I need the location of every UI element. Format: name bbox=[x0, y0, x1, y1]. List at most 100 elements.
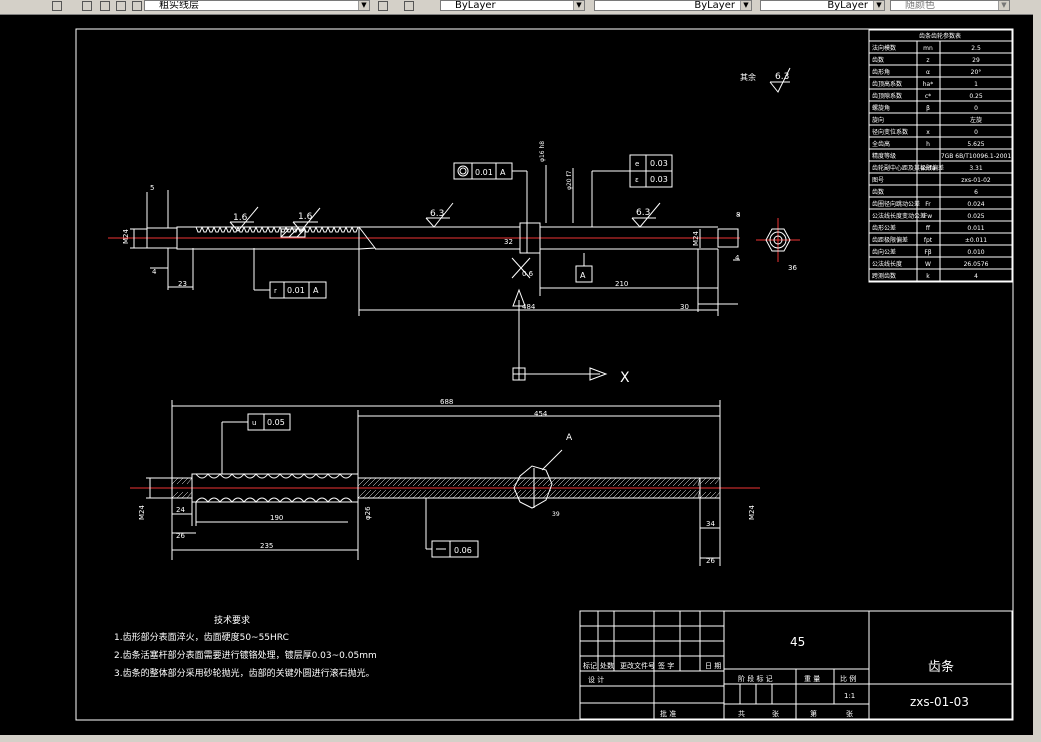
gear-row-name: 公法线长度 bbox=[872, 260, 902, 268]
rack-tooth bbox=[321, 226, 329, 233]
layer-color-icon[interactable] bbox=[132, 1, 142, 11]
tb-weight-label: 重 量 bbox=[804, 675, 820, 683]
chevron-down-icon[interactable]: ▼ bbox=[740, 1, 751, 10]
hatch-line bbox=[452, 489, 462, 499]
hatch-line bbox=[592, 477, 602, 487]
hatch-line bbox=[714, 491, 721, 499]
hatch-line bbox=[607, 489, 617, 499]
gear-row-val: 左旋 bbox=[970, 116, 982, 124]
hatch-line bbox=[682, 477, 692, 487]
dim-688: 688 bbox=[440, 398, 453, 406]
horizontal-scrollbar[interactable] bbox=[0, 735, 1041, 742]
tb-approve-label: 批 准 bbox=[660, 709, 676, 718]
hatch-line bbox=[627, 477, 637, 487]
hex-end-view: 36 bbox=[756, 218, 800, 272]
dim-39: 39 bbox=[552, 511, 560, 518]
technical-requirements: 技术要求 1.齿形部分表面淬火，齿面硬度50~55HRC 2.齿条活塞杆部分表面… bbox=[114, 614, 377, 679]
dim-26-left: 26 bbox=[176, 532, 185, 540]
hatch-line bbox=[392, 489, 402, 499]
hatch-line bbox=[687, 477, 697, 487]
tb-drawing-no: zxs-01-03 bbox=[910, 695, 969, 709]
hatch-line bbox=[387, 489, 397, 499]
hatch-line bbox=[362, 477, 372, 487]
layer-bulb-icon[interactable] bbox=[82, 1, 92, 11]
gear-row-val: 0.025 bbox=[967, 213, 984, 220]
dim-235: 235 bbox=[260, 542, 273, 550]
chevron-down-icon[interactable]: ▼ bbox=[573, 1, 584, 10]
property-toolbar: 粗实线层 ▼ ByLayer ▼ ByLayer ▼ ByLayer ▼ 随颜色… bbox=[0, 0, 1041, 15]
chevron-down-icon[interactable]: ▼ bbox=[998, 1, 1009, 10]
gear-row-val: 5.625 bbox=[967, 141, 984, 148]
hatch-line bbox=[537, 489, 547, 499]
vertical-scrollbar[interactable] bbox=[1033, 14, 1041, 735]
roughness-symbols: 1.6 1.6 6.3 6.3 bbox=[229, 202, 661, 232]
hatch-line bbox=[427, 477, 437, 487]
hatch-line bbox=[382, 489, 392, 499]
plotstyle-select[interactable]: 随颜色 ▼ bbox=[890, 0, 1010, 11]
hatch-line bbox=[477, 477, 487, 487]
layer-sun-icon[interactable] bbox=[100, 1, 110, 11]
hatch-line bbox=[677, 489, 687, 499]
svg-text:φ16 h8: φ16 h8 bbox=[539, 141, 546, 162]
hatch-line bbox=[657, 489, 667, 499]
rack-tooth bbox=[207, 226, 215, 233]
plotstyle-value: 随颜色 bbox=[905, 0, 935, 11]
hatch-line bbox=[709, 491, 717, 499]
dim-23: 23 bbox=[178, 280, 187, 288]
chevron-down-icon[interactable]: ▼ bbox=[873, 1, 884, 10]
hatch-line bbox=[627, 489, 637, 499]
hatch-line bbox=[572, 489, 582, 499]
hatch-line bbox=[181, 477, 189, 485]
hatch-line bbox=[672, 477, 682, 487]
layer-lock-icon[interactable] bbox=[116, 1, 126, 11]
gear-row-val: 0.25 bbox=[969, 93, 983, 100]
hatch-line bbox=[562, 477, 572, 487]
gear-row-sym: ha* bbox=[923, 81, 933, 88]
gear-row-name: 齿数 bbox=[872, 188, 884, 196]
hatch-line bbox=[367, 477, 377, 487]
color-value: ByLayer bbox=[455, 0, 496, 11]
layer-select[interactable]: 粗实线层 ▼ bbox=[144, 0, 370, 11]
layer-manager-icon[interactable] bbox=[52, 1, 62, 11]
hatch-line bbox=[637, 477, 647, 487]
rack-tooth bbox=[213, 226, 221, 233]
hatch-line bbox=[522, 477, 532, 487]
hatch-line bbox=[592, 489, 602, 499]
rough-6-3-a: 6.3 bbox=[430, 209, 444, 219]
hatch-line bbox=[387, 477, 397, 487]
gear-row-val: 2.5 bbox=[971, 45, 981, 52]
hatch-line bbox=[642, 477, 652, 487]
hatch-line bbox=[412, 477, 422, 487]
make-current-icon[interactable] bbox=[378, 1, 388, 11]
layer-previous-icon[interactable] bbox=[404, 1, 414, 11]
gear-row-val: 0.010 bbox=[967, 249, 984, 256]
dim-24-left: 24 bbox=[176, 506, 185, 514]
tech-req-line-2: 2.齿条活塞杆部分表面需要进行镀铬处理，镀层厚0.03~0.05mm bbox=[114, 649, 377, 661]
hatch-line bbox=[507, 489, 517, 499]
hatch-line bbox=[667, 477, 677, 487]
hatch-line bbox=[582, 477, 592, 487]
hatch-line bbox=[487, 489, 497, 499]
gear-row-name: 径向变位系数 bbox=[872, 128, 908, 136]
hatch-line bbox=[687, 489, 697, 499]
color-select[interactable]: ByLayer ▼ bbox=[440, 0, 585, 11]
linetype-select[interactable]: ByLayer ▼ bbox=[594, 0, 752, 11]
hatch-line bbox=[457, 477, 467, 487]
hatch-line bbox=[397, 489, 407, 499]
lineweight-select[interactable]: ByLayer ▼ bbox=[760, 0, 885, 11]
hatch-line bbox=[682, 489, 692, 499]
hatch-line bbox=[692, 489, 701, 499]
rack-tooth bbox=[219, 226, 227, 233]
hatch-line bbox=[472, 489, 482, 499]
gear-row-val: 29 bbox=[972, 57, 980, 64]
hatch-line bbox=[622, 489, 632, 499]
hatch-line bbox=[577, 489, 587, 499]
hatch-line bbox=[567, 477, 577, 487]
gear-row-val: 1 bbox=[974, 81, 978, 88]
gear-row-val: ±0.011 bbox=[965, 237, 987, 244]
chevron-down-icon[interactable]: ▼ bbox=[358, 1, 369, 10]
hatch-line bbox=[704, 491, 712, 499]
hatch-line bbox=[407, 489, 417, 499]
tb-sheet-label: 张 bbox=[772, 709, 779, 718]
